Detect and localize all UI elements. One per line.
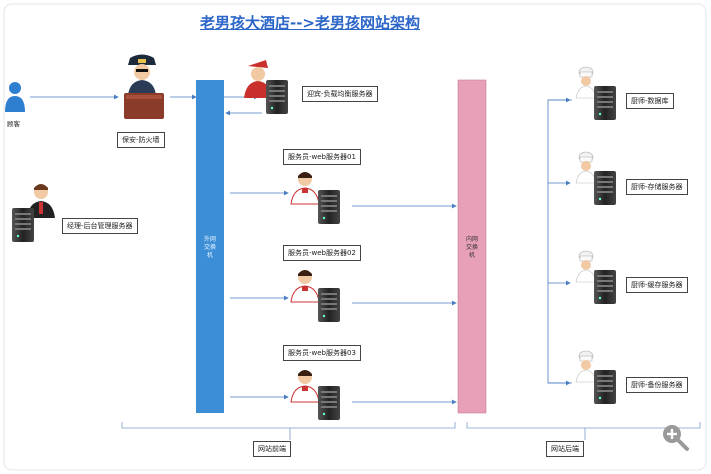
server-tower-icon: [266, 80, 288, 114]
server-tower-icon: [12, 208, 34, 242]
chef-icon: [575, 250, 597, 283]
zoom-in-icon[interactable]: [660, 422, 690, 452]
external-switch-label: 外网交换机: [203, 236, 216, 259]
page-title: 老男孩大酒店-->老男孩网站架构: [199, 14, 421, 32]
frontend-brace: [121, 422, 456, 440]
chef-icon: [575, 350, 597, 383]
server-tower-icon: [594, 171, 616, 205]
receptionist-label: 迎宾-负载均衡服务器: [302, 86, 378, 102]
backend-brace: [466, 422, 701, 440]
web01-label: 服务员-web服务器01: [283, 149, 361, 165]
server-tower-icon: [594, 86, 616, 120]
chef-storage-label: 厨师-存储服务器: [626, 179, 688, 195]
manager-label: 经理-后台管理服务器: [62, 218, 138, 234]
backend-bus-line: [547, 99, 572, 384]
server-tower-icon: [318, 288, 340, 322]
waiter-icon: [290, 370, 320, 403]
chef-db-label: 厨师-数据库: [626, 93, 674, 109]
backend-section-label: 网站后端: [546, 441, 584, 457]
server-tower-icon: [594, 270, 616, 304]
manager-icon: [27, 184, 55, 218]
chef-backup-label: 厨师-备份服务器: [626, 377, 688, 393]
chef-icon: [575, 66, 597, 99]
server-tower-icon: [318, 386, 340, 420]
server-tower-icon: [594, 370, 616, 404]
security-label: 保安-防火墙: [117, 132, 165, 148]
customer-label: 顾客: [7, 120, 20, 128]
chef-cache-label: 厨师-缓存服务器: [626, 277, 688, 293]
police-guard-icon: [124, 54, 164, 119]
receptionist-icon: [244, 60, 272, 98]
server-tower-icon: [318, 190, 340, 224]
person-icon: [5, 82, 25, 112]
internal-switch-bar: [457, 79, 487, 414]
chef-icon: [575, 151, 597, 184]
web02-label: 服务员-web服务器02: [283, 245, 361, 261]
internal-switch-label: 内网交换机: [465, 236, 478, 259]
external-switch-bar: [196, 80, 224, 413]
web03-label: 服务员-web服务器03: [283, 345, 361, 361]
waiter-icon: [290, 172, 320, 205]
frontend-section-label: 网站前端: [253, 441, 291, 457]
waiter-icon: [290, 270, 320, 303]
